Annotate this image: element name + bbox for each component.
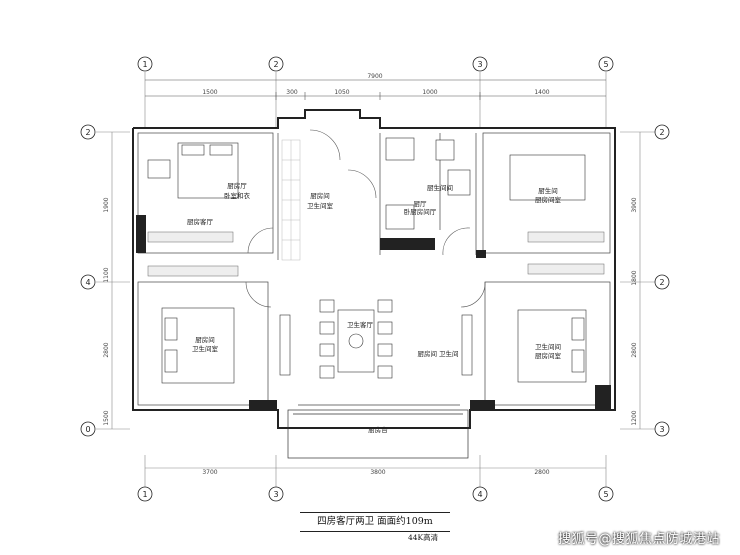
room-label-top-bath-2: 卫生间室 xyxy=(307,201,334,210)
left-axis-lines xyxy=(96,131,130,430)
room-label-right-bedroom-1: 卫生间间 xyxy=(535,342,561,351)
dim-bottom-3: 2800 xyxy=(534,469,549,476)
axis-right-3: 3 xyxy=(659,425,664,434)
dim-left-3: 2800 xyxy=(103,342,110,357)
room-label-top-bath-1: 厨房间 xyxy=(310,191,330,200)
bottom-axis-lines xyxy=(144,455,607,488)
axis-left-1: 2 xyxy=(85,128,90,137)
side-cabinets xyxy=(279,314,473,376)
dim-bottom-2: 3800 xyxy=(370,469,385,476)
axis-top-1: 1 xyxy=(142,60,147,69)
axis-bottom-4: 5 xyxy=(603,490,608,499)
plan-subtitle: 44K高清 xyxy=(408,533,439,542)
room-label-corridor: 厨房间 卫生间 xyxy=(417,349,458,358)
inner-wall-lines xyxy=(137,132,611,406)
dim-top-4: 1000 xyxy=(422,89,437,96)
axis-right-1: 2 xyxy=(659,128,664,137)
room-label-top-center: 厨生间间 xyxy=(427,183,453,192)
room-label-left-bedroom-1: 厨房间 xyxy=(195,335,215,344)
axis-bottom-1: 1 xyxy=(142,490,147,499)
dim-top-1: 1500 xyxy=(202,89,217,96)
top-axis-lines xyxy=(144,72,607,128)
dim-bottom-1: 3700 xyxy=(202,469,217,476)
room-label-top-right-1: 厨生间 xyxy=(538,186,558,195)
axis-bottom-3: 4 xyxy=(477,490,482,499)
bathroom-fixtures xyxy=(385,137,471,230)
dim-left-2: 1100 xyxy=(103,267,110,282)
door-swings xyxy=(245,129,486,308)
axis-top-4: 5 xyxy=(603,60,608,69)
room-label-right-bedroom-2: 厨房间室 xyxy=(535,351,562,360)
dining-table xyxy=(319,299,393,379)
axis-bottom-2: 3 xyxy=(273,490,278,499)
dim-left-4: 1500 xyxy=(103,410,110,425)
room-label-top-left-small: 厨房客厅 xyxy=(187,217,214,226)
dim-top-3: 1050 xyxy=(334,89,349,96)
dim-right-2: 1800 xyxy=(631,270,638,285)
dim-right-3: 2800 xyxy=(631,342,638,357)
room-label-balcony: 厨房台 xyxy=(368,425,388,434)
beds xyxy=(147,142,587,384)
dim-top-5: 1400 xyxy=(534,89,549,96)
tile-pattern xyxy=(281,139,301,261)
room-label-dining: 卫生客厅 xyxy=(347,320,374,329)
top-axis-bubbles xyxy=(137,56,614,72)
room-label-center-small-2: 卧厨房间厅 xyxy=(404,207,437,216)
axis-right-2: 2 xyxy=(659,278,664,287)
dim-left-1: 1900 xyxy=(103,197,110,212)
room-label-top-left-1: 厨房厅 xyxy=(227,181,247,190)
axis-top-3: 3 xyxy=(477,60,482,69)
left-axis-bubbles xyxy=(80,124,96,437)
axis-left-3: 0 xyxy=(85,425,90,434)
room-label-left-bedroom-2: 卫生间室 xyxy=(192,344,219,353)
dim-top-total: 7900 xyxy=(367,73,382,80)
top-dimension-lines xyxy=(145,79,606,100)
watermark: 搜狐号@搜狐焦点防城港站 xyxy=(557,532,720,547)
axis-left-2: 4 xyxy=(85,278,90,287)
plan-title: 四房客厅两卫 面面约109m xyxy=(300,512,450,532)
right-axis-bubbles xyxy=(654,124,670,437)
wall-blocks xyxy=(136,215,611,410)
bottom-axis-bubbles xyxy=(137,486,614,502)
room-label-top-right-2: 厨房间室 xyxy=(535,195,562,204)
axis-top-2: 2 xyxy=(273,60,278,69)
outer-walls xyxy=(132,109,616,429)
dim-right-1: 3900 xyxy=(631,197,638,212)
wardrobes xyxy=(147,231,605,277)
right-axis-lines xyxy=(620,131,655,430)
dim-top-2: 300 xyxy=(286,89,298,96)
room-label-center-small-1: 厨厅 xyxy=(414,200,428,208)
balcony xyxy=(287,409,469,459)
room-label-top-left-2: 卧室和衣 xyxy=(224,191,251,200)
dim-right-4: 1200 xyxy=(631,410,638,425)
